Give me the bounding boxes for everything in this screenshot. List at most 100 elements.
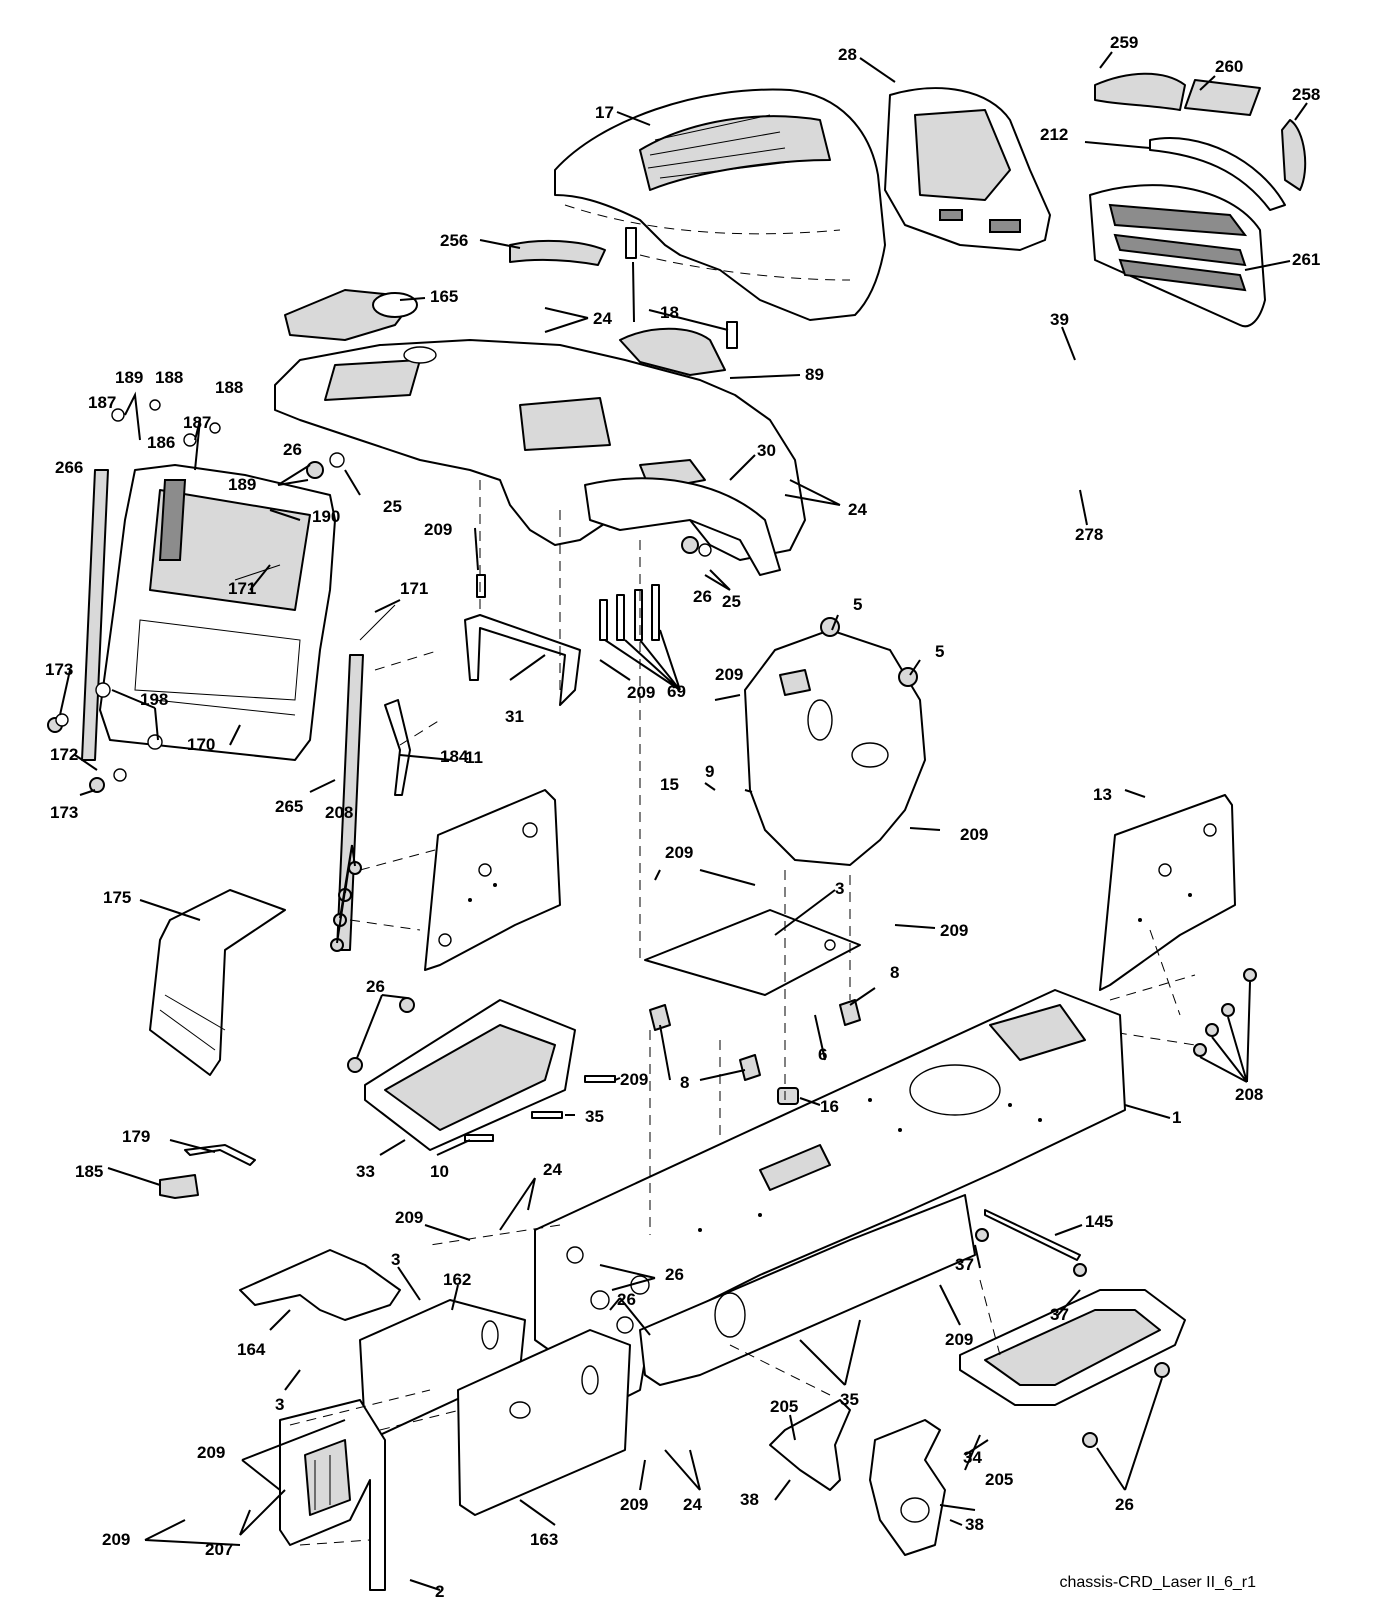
shroud (149, 889, 286, 1076)
bracket-38a (769, 1399, 851, 1491)
main-frame (534, 989, 1126, 1401)
callout-188-a: 188 (155, 368, 183, 387)
callout-30: 30 (757, 441, 776, 460)
footrest-right (959, 1289, 1186, 1448)
callout-209-f: 209 (940, 921, 968, 940)
callout-34: 34 (963, 1448, 982, 1467)
instrument-panel-cover (509, 239, 606, 266)
callout-6: 6 (818, 1045, 827, 1064)
callout-175: 175 (103, 888, 131, 907)
callout-145: 145 (1085, 1212, 1113, 1231)
callout-189-a: 189 (115, 368, 143, 387)
callout-207: 207 (205, 1540, 233, 1559)
callout-205-a: 205 (770, 1397, 798, 1416)
callout-209-b: 209 (627, 683, 655, 702)
callout-26-c: 26 (366, 977, 385, 996)
callout-209-e: 209 (665, 843, 693, 862)
callout-39: 39 (1050, 310, 1069, 329)
footrest-left (347, 997, 576, 1151)
bracket-164 (239, 1249, 401, 1321)
fuel-cap-cover (284, 289, 418, 341)
callout-165: 165 (430, 287, 458, 306)
callout-13: 13 (1093, 785, 1112, 804)
callout-205-b: 205 (985, 1470, 1013, 1489)
callout-3-b: 3 (391, 1250, 400, 1269)
callout-26-b: 26 (693, 587, 712, 606)
callout-5-a: 5 (853, 595, 862, 614)
callout-256: 256 (440, 231, 468, 250)
callout-260: 260 (1215, 57, 1243, 76)
callout-37-b: 37 (1050, 1305, 1069, 1324)
callout-187-a: 187 (88, 393, 116, 412)
axle-bracket (279, 1399, 386, 1591)
callout-185: 185 (75, 1162, 103, 1181)
callout-265: 265 (275, 797, 303, 816)
callout-31: 31 (505, 707, 524, 726)
callout-69: 69 (667, 682, 686, 701)
callout-33: 33 (356, 1162, 375, 1181)
callout-208-b: 208 (1235, 1085, 1263, 1104)
construction-lines (289, 480, 1181, 1546)
callout-186: 186 (147, 433, 175, 452)
callout-8-a: 8 (890, 963, 899, 982)
callout-labels: 259 260 258 212 261 28 17 256 18 165 24 … (45, 33, 1320, 1601)
hood-latch-bits (111, 391, 396, 641)
grille-frame (884, 87, 1051, 251)
callout-261: 261 (1292, 250, 1320, 269)
callout-10: 10 (430, 1162, 449, 1181)
callout-171-b: 171 (228, 579, 256, 598)
callout-1: 1 (1172, 1108, 1181, 1127)
callout-173-a: 173 (45, 660, 73, 679)
callout-278: 278 (1075, 525, 1103, 544)
callout-24-mid: 24 (543, 1160, 562, 1179)
callout-170: 170 (187, 735, 215, 754)
side-panel-right (1099, 794, 1236, 991)
headlight-lenses (1094, 72, 1307, 211)
callout-37-a: 37 (955, 1255, 974, 1274)
rod-145 (975, 1209, 1087, 1277)
callout-198: 198 (140, 690, 168, 709)
callout-212: 212 (1040, 125, 1068, 144)
callout-35-b: 35 (840, 1390, 859, 1409)
fender (584, 477, 781, 576)
callout-25-a: 25 (383, 497, 402, 516)
side-rails (81, 469, 364, 951)
clips-8 (649, 999, 861, 1081)
callout-171-a: 171 (400, 579, 428, 598)
callout-26-d: 26 (665, 1265, 684, 1284)
leader-lines (59, 51, 1308, 1591)
bolts-10-35 (464, 1075, 616, 1142)
drawing-id: chassis-CRD_Laser II_6_r1 (1059, 1574, 1256, 1591)
callout-209-d: 209 (960, 825, 988, 844)
callout-209-i: 209 (945, 1330, 973, 1349)
front-panel (99, 464, 336, 761)
callout-38-b: 38 (965, 1515, 984, 1534)
callout-38-a: 38 (740, 1490, 759, 1509)
callout-162: 162 (443, 1270, 471, 1289)
bracket-38b (869, 1419, 946, 1556)
callout-163: 163 (530, 1530, 558, 1549)
callout-15: 15 (660, 775, 679, 794)
callout-266: 266 (55, 458, 83, 477)
callout-2: 2 (435, 1582, 444, 1601)
callout-8-b: 8 (680, 1073, 689, 1092)
callout-9: 9 (705, 762, 714, 781)
callout-24-right: 24 (848, 500, 867, 519)
steering-tower (744, 617, 926, 866)
callout-172: 172 (50, 745, 78, 764)
callout-18: 18 (660, 303, 679, 322)
callout-258: 258 (1292, 85, 1320, 104)
callout-17: 17 (595, 103, 614, 122)
side-panel-left (424, 789, 561, 971)
callout-3-a: 3 (835, 879, 844, 898)
hood-bumpers (625, 227, 738, 349)
hood-bolts (306, 452, 712, 641)
callout-16: 16 (820, 1097, 839, 1116)
seat-pan-cover (619, 327, 726, 376)
lever (159, 1144, 256, 1199)
hood (554, 88, 886, 321)
callout-26-a: 26 (283, 440, 302, 459)
callout-24-top: 24 (593, 309, 612, 328)
callout-35-a: 35 (585, 1107, 604, 1126)
